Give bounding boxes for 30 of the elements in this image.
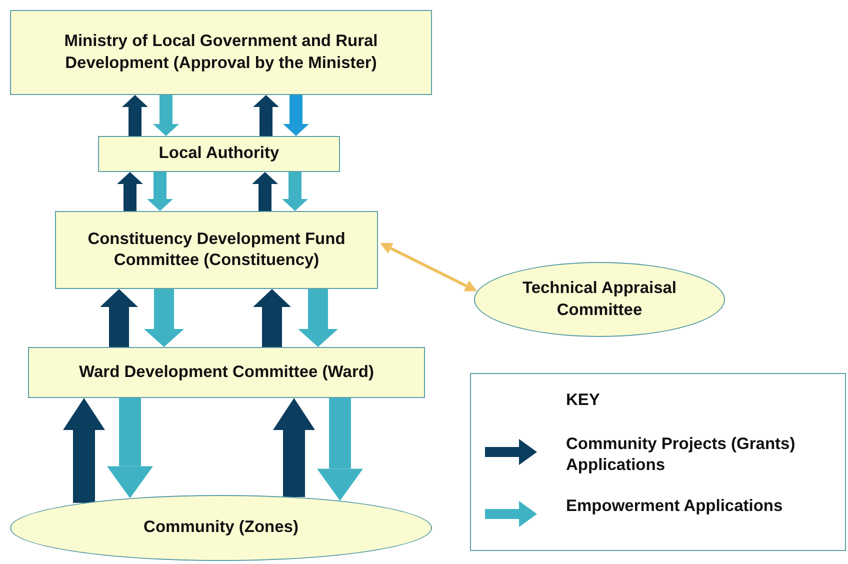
block-arrow	[253, 289, 291, 347]
node-label: Community (Zones)	[144, 517, 298, 538]
block-arrow	[283, 95, 309, 136]
process-box	[55, 211, 378, 289]
node-label: Technical Appraisal Committee	[521, 278, 678, 320]
block-arrow	[122, 95, 148, 136]
node-label: Ward Development Committee (Ward)	[79, 362, 374, 383]
block-arrow	[273, 398, 315, 498]
block-arrow	[282, 172, 308, 211]
node-label: Constituency Development Fund Committee (Constituency)	[86, 228, 346, 271]
block-arrow	[153, 95, 179, 136]
block-arrow	[298, 289, 338, 347]
block-arrow	[117, 172, 143, 211]
node-label: Ministry of Local Government and Rural Development (Approval by the Minister)	[63, 31, 379, 74]
node-label: Local Authority	[158, 143, 280, 164]
process-box	[98, 136, 340, 172]
block-arrow	[63, 398, 105, 503]
block-arrow	[252, 172, 278, 211]
block-arrow	[317, 398, 363, 501]
arrow	[380, 242, 478, 292]
block-arrow	[100, 289, 138, 347]
legend-label: Community Projects (Grants) Applications	[566, 434, 796, 476]
block-arrow	[147, 172, 173, 211]
block-arrow	[107, 398, 153, 498]
block-arrow	[144, 289, 184, 347]
block-arrow	[253, 95, 279, 136]
process-box	[10, 10, 432, 95]
legend-label: Empowerment Applications	[566, 496, 784, 517]
process-box	[28, 347, 425, 398]
legend-title: KEY	[566, 390, 600, 411]
